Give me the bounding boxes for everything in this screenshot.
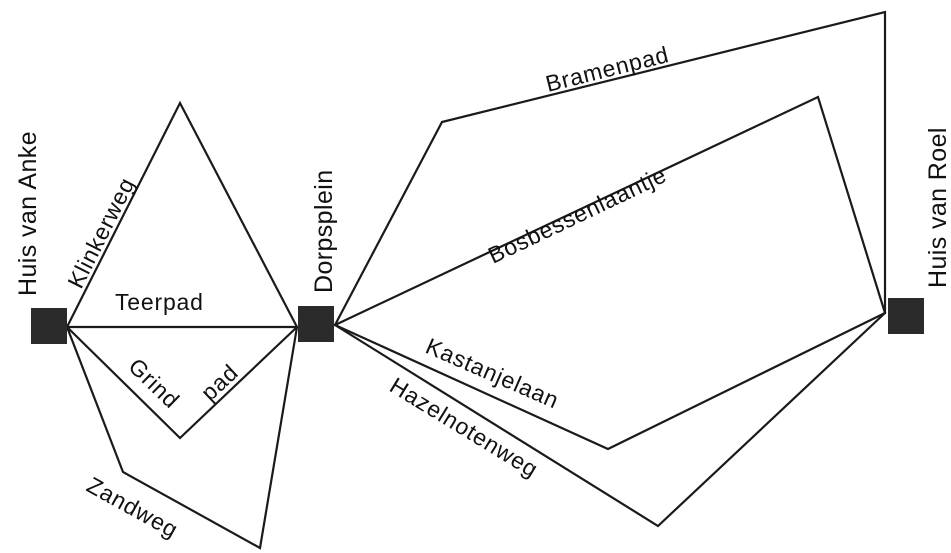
road-grindpad [65, 325, 299, 440]
road-kastanjelaan [333, 311, 887, 451]
road-hazelnotenweg [333, 311, 887, 528]
label-huis-van-anke: Huis van Anke [14, 131, 42, 296]
label-grind: Grind [124, 353, 185, 414]
node-huis-van-roel [888, 298, 924, 334]
label-klinkerweg: Klinkerweg [62, 173, 140, 292]
road-zandweg [65, 325, 299, 550]
left-network [65, 100, 299, 550]
label-teerpad: Teerpad [115, 289, 204, 315]
road-bosbessenlaantje [333, 95, 887, 327]
label-dorpsplein: Dorpsplein [310, 169, 338, 293]
right-network [333, 10, 887, 528]
node-dorpsplein [298, 306, 334, 342]
node-huis-van-anke [31, 308, 67, 344]
road-klinkerweg [65, 100, 299, 329]
label-bramenpad: Bramenpad [543, 41, 672, 97]
label-bosbessenlaantje: Bosbessenlaantje [484, 161, 671, 268]
road-bramenpad [333, 10, 887, 327]
label-zandweg: Zandweg [83, 472, 183, 543]
label-pad: pad [196, 359, 244, 406]
label-huis-van-roel: Huis van Roel [924, 127, 951, 288]
